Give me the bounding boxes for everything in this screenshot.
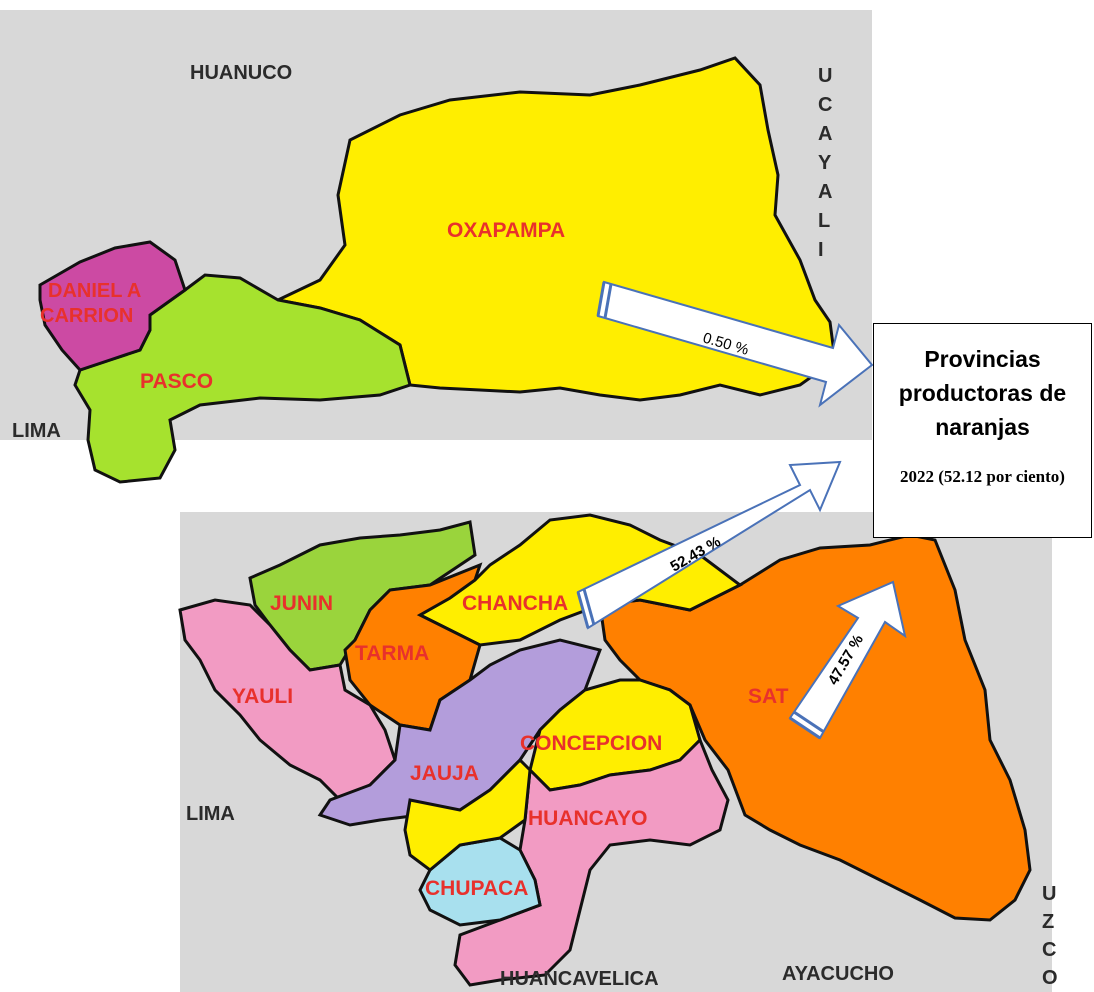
ucayali-letter: C <box>818 94 832 116</box>
neighbor-huanuco: HUANUCO <box>190 62 292 84</box>
ucayali-letter: Y <box>818 152 832 174</box>
info-box: Provincias productoras de naranjas 2022 … <box>873 323 1092 538</box>
label-concepcion: CONCEPCION <box>520 732 662 755</box>
label-yauli: YAULI <box>232 685 293 708</box>
ucayali-letter: A <box>818 181 832 203</box>
cuzco-letter: U <box>1042 883 1056 905</box>
ucayali-letter: L <box>818 210 830 232</box>
neighbor-lima-bottom: LIMA <box>186 803 235 825</box>
label-tarma: TARMA <box>355 642 429 665</box>
info-box-title: Provincias productoras de naranjas <box>898 346 1067 440</box>
label-chanchamayo: CHANCHA <box>462 592 568 615</box>
cuzco-letter: Z <box>1042 911 1054 933</box>
cuzco-letter: C <box>1042 939 1056 961</box>
label-daniel-a-carrion-line1: DANIEL A <box>48 280 141 302</box>
label-pasco: PASCO <box>140 370 213 393</box>
neighbor-huancavelica: HUANCAVELICA <box>500 968 659 990</box>
neighbor-ayacucho: AYACUCHO <box>782 963 894 985</box>
label-jauja: JAUJA <box>410 762 479 785</box>
label-satipo: SAT <box>748 685 789 708</box>
southern-yellow-strip <box>403 757 532 872</box>
ucayali-letter: I <box>818 239 824 261</box>
ucayali-letter: A <box>818 123 832 145</box>
province-daniel-a-carrion <box>38 240 187 372</box>
label-junin: JUNIN <box>270 592 333 615</box>
province-pasco <box>73 273 412 484</box>
province-jauja <box>317 638 602 827</box>
info-box-subtitle: 2022 (52.12 por ciento) <box>900 467 1065 486</box>
label-oxapampa: OXAPAMPA <box>447 219 565 242</box>
label-huancayo: HUANCAYO <box>528 807 647 830</box>
ucayali-letter: U <box>818 65 832 87</box>
neighbor-ucayali: U C A Y A L I <box>818 65 832 261</box>
cuzco-letter: O <box>1042 967 1058 989</box>
label-daniel-a-carrion-line2: CARRION <box>40 305 133 327</box>
neighbor-lima-top: LIMA <box>12 420 61 442</box>
label-chupaca: CHUPACA <box>425 877 528 900</box>
province-tarma <box>343 562 483 732</box>
neighbor-cuzco: U Z C O <box>1042 883 1058 989</box>
